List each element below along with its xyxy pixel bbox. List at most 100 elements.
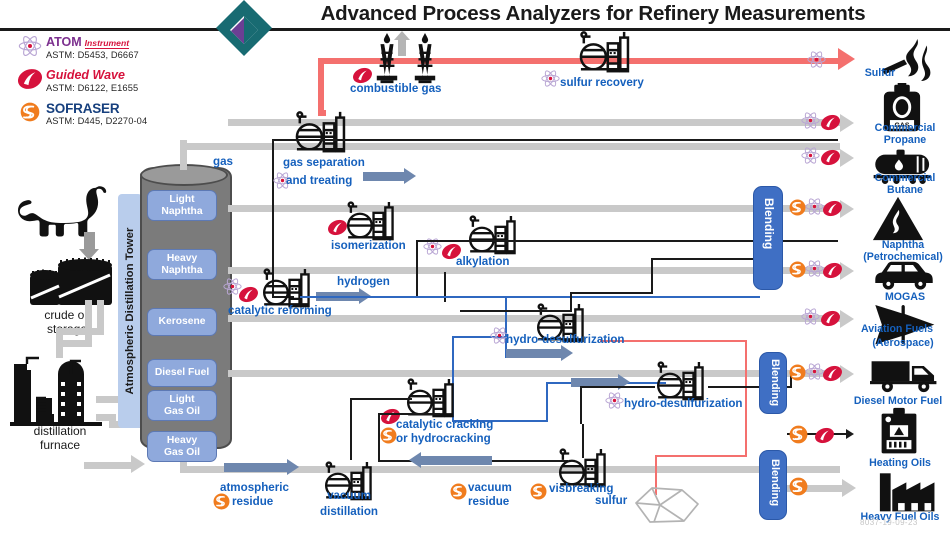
blending-block-middle[interactable]: Blending (759, 352, 787, 414)
sofraser-badge-heating-oils (789, 425, 808, 444)
guided-wave-icon (16, 69, 44, 89)
cracking-recycle-top (378, 413, 440, 415)
naphtha-product-arrowhead (840, 200, 854, 218)
diesel-product-arrowhead (840, 365, 854, 383)
storage-outlet-pipe-a (85, 300, 92, 346)
pipe-propane (228, 119, 840, 126)
guided-wave-badge-propane (820, 114, 841, 131)
furnace-bottom-pipe (84, 462, 132, 469)
atmospheric-residue-label-line1: atmospheric (220, 481, 289, 494)
guided-wave-badge-aviation (820, 310, 841, 327)
vacuum-residue-return-arrow (409, 452, 492, 468)
blending-label-3: Blending (769, 459, 781, 507)
legend-item-sofraser: SOFRASER ASTM: D445, D2270-04 (16, 101, 166, 135)
vacuum-dist-overhead-riser (350, 398, 352, 460)
legend-item-guided-wave: Guided Wave ASTM: D6122, E1655 (16, 68, 166, 102)
hydrogen-riser-right (546, 382, 548, 422)
cracking-recycle-drop (378, 413, 380, 461)
propane-product-arrowhead (840, 114, 854, 132)
atmospheric-residue-label-line2: residue (232, 495, 274, 508)
legend-astm-guided-wave: ASTM: D6122, E1655 (46, 83, 139, 93)
heating-oils-arrowhead (846, 429, 854, 439)
catalytic-cracking-label-line1: catalytic cracking (396, 418, 494, 431)
product-label-diesel: Diesel Motor Fuel (853, 395, 943, 407)
guided-wave-badge-mogas (822, 262, 843, 279)
product-label-naphtha-line1: Naphtha (881, 239, 925, 251)
guided-wave-badge-isomerization (327, 219, 348, 236)
alkylation-label: alkylation (456, 255, 510, 268)
isomerization-plant-icon (340, 198, 398, 244)
alkylation-sidestream (444, 272, 446, 302)
tower-overhead-riser (180, 140, 187, 170)
sulfur-recovery-label: sulfur recovery (560, 76, 644, 89)
aviation-product-arrowhead (840, 310, 854, 328)
blending-block-light[interactable]: Blending (753, 186, 783, 290)
hydrogen-line-main (300, 296, 760, 298)
product-label-sulfur: Sulfur (864, 67, 896, 79)
storage-outlet-pipe-b (97, 300, 104, 334)
dino-to-storage-arrow (79, 249, 99, 260)
legend-astm-atom: ASTM: D5453, D6667 (46, 50, 139, 60)
sofraser-badge-vacuum-residue (450, 483, 467, 500)
product-label-propane-line1: Commercial (874, 122, 936, 134)
product-label-heating-oils: Heating Oils (869, 457, 931, 469)
hydro-desulfurization-1-label: hydro-desulfurization (506, 333, 625, 346)
hds1-to-blend-riser (651, 258, 653, 294)
hds1-outlet-riser (570, 292, 572, 312)
watermark: 8037-19-09-23 (860, 518, 918, 527)
crude-storage-label-line1: crude oil (44, 308, 90, 322)
dino-to-storage-pipe (84, 232, 95, 250)
guided-wave-badge-catalytic-reforming (238, 286, 259, 303)
hydrogen-down-left (452, 336, 454, 422)
tower-side-band: Atmospheric Distillation Tower (118, 194, 142, 428)
flammable-triangle-icon (872, 196, 924, 241)
vacuum-distillation-label-line1: vacuum (327, 489, 371, 502)
boiler-icon (878, 407, 920, 455)
combustible-gas-label: combustible gas (350, 82, 442, 95)
alkylation-product-line (416, 240, 838, 242)
alkylation-feed-vertical (416, 240, 418, 298)
blending-block-heavy[interactable]: Blending (759, 450, 787, 520)
sulfur-product-arrowhead (838, 48, 855, 70)
red-pipe-vert-right (745, 340, 748, 456)
hds1-to-blend-line (651, 258, 771, 260)
product-label-naphtha-line2: (Petrochemical) (863, 251, 943, 263)
sofraser-badge-heavy-fuel-oils (789, 477, 808, 496)
sulfur-pile-icon (632, 483, 702, 523)
visbreaking-riser (582, 424, 584, 458)
sulfur-recovery-plant-icon (572, 28, 634, 76)
pipe-aviation (228, 315, 840, 322)
red-pipe-to-sulfur (655, 455, 658, 495)
gas-sep-feed-vertical (272, 139, 274, 297)
gas-sep-header-line (272, 139, 838, 141)
furnace-downcomer (56, 328, 63, 358)
storage-to-furnace-pipe-b (56, 328, 104, 335)
furnace-label-line1: distillation (33, 424, 87, 438)
hydrogen-branch-hds1 (505, 296, 507, 358)
pipe-diesel (228, 370, 840, 377)
hds1-outlet-line (570, 292, 652, 294)
page-title: Advanced Process Analyzers for Refinery … (320, 2, 866, 25)
sofraser-icon (16, 102, 44, 122)
pipe-gas-overhead (180, 143, 840, 150)
atom-badge-sulfur-recovery (540, 70, 561, 87)
visbreaking-label: visbreaking (549, 482, 614, 495)
gas-sep-feed-from-reformer (272, 296, 294, 298)
sofraser-badge-atmospheric-residue (213, 493, 230, 510)
hds1-feed-line (460, 310, 570, 312)
flare-updraft-arrowhead (394, 31, 410, 40)
butane-product-arrowhead (840, 149, 854, 167)
guided-wave-badge-butane (820, 149, 841, 166)
car-icon (872, 258, 936, 290)
furnace-label-line2: furnace (39, 438, 81, 452)
gas-stream-label: gas (213, 155, 233, 168)
catalytic-reforming-label: catalytic reforming (228, 304, 332, 317)
storage-to-furnace-pipe-a (56, 340, 92, 347)
